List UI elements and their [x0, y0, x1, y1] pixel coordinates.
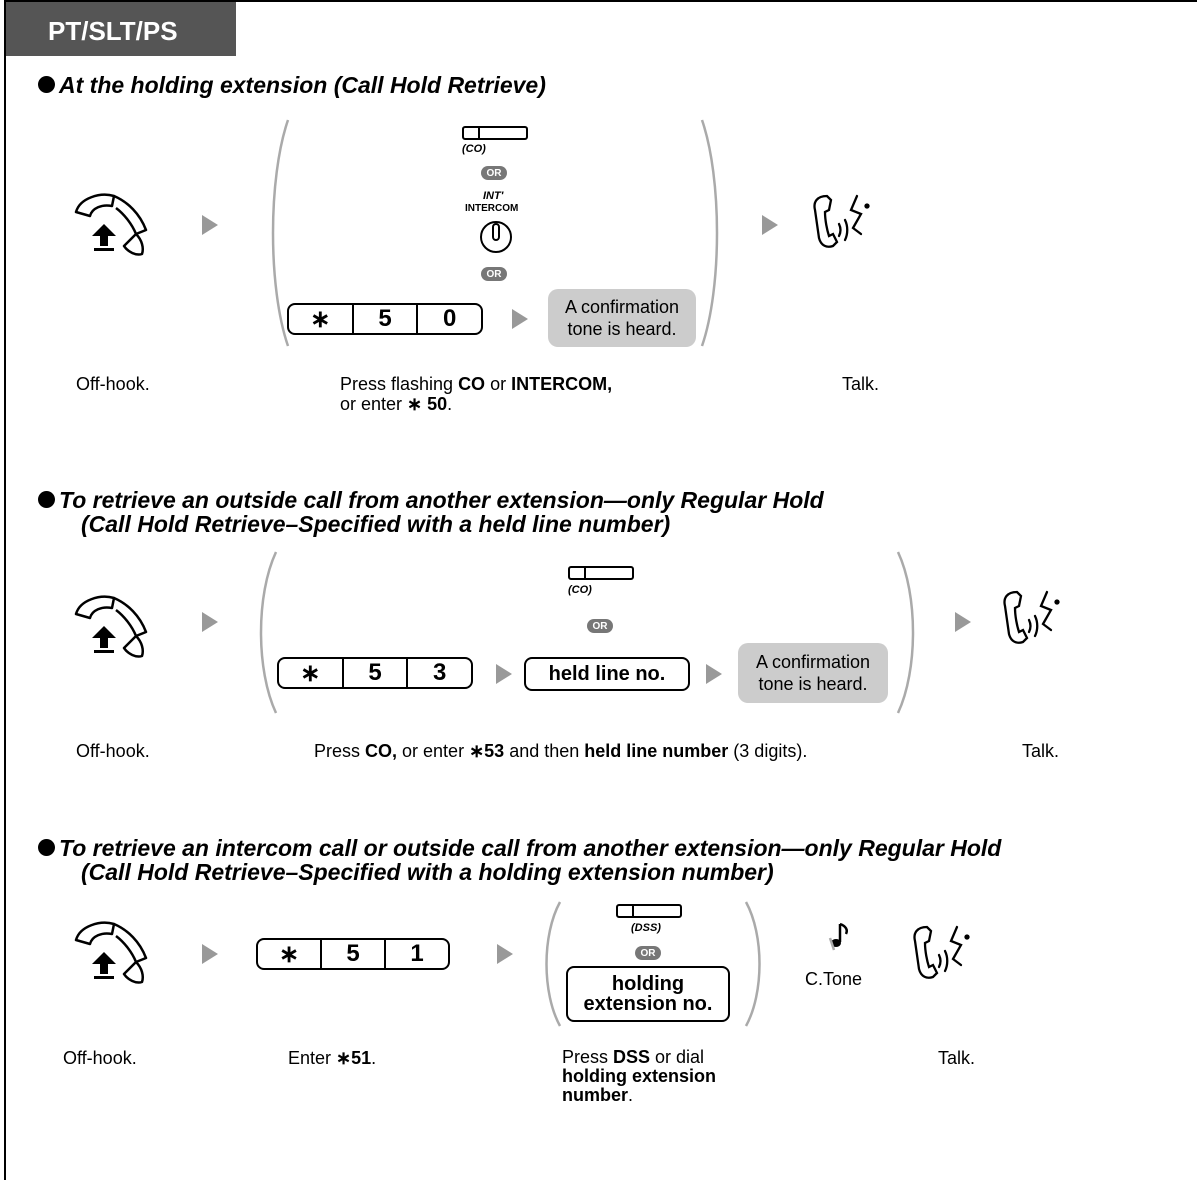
caption-press: Press CO, or enter ∗53 and then held lin… — [314, 741, 808, 761]
bullet-icon — [38, 491, 55, 508]
or-badge: OR — [481, 267, 507, 281]
dial-keys-star-5-1[interactable]: ∗ 5 1 — [256, 938, 450, 970]
or-badge: OR — [481, 166, 507, 180]
key-3[interactable]: 3 — [433, 659, 447, 686]
caption-offhook: Off-hook. — [76, 374, 150, 394]
int-label: INT' — [483, 190, 504, 202]
key-5[interactable]: 5 — [344, 659, 409, 687]
co-label: (CO) — [568, 584, 592, 596]
step-arrow-icon — [202, 944, 218, 964]
intercom-label: INTERCOM — [465, 203, 519, 214]
section-3-title: To retrieve an intercom call or outside … — [38, 836, 1001, 884]
key-star[interactable]: ∗ — [258, 940, 322, 968]
right-paren-icon — [700, 119, 719, 347]
step-arrow-icon — [762, 215, 778, 235]
step-arrow-icon — [706, 664, 722, 684]
caption-offhook: Off-hook. — [63, 1048, 137, 1068]
c-tone-label: C.Tone — [805, 969, 863, 989]
bullet-icon — [38, 76, 55, 93]
key-star[interactable]: ∗ — [289, 305, 354, 333]
key-5[interactable]: 5 — [322, 940, 386, 968]
dss-button-icon[interactable] — [616, 904, 682, 918]
caption-press: Press flashing CO or INTERCOM, or enter … — [340, 374, 613, 414]
co-label: (CO) — [462, 143, 486, 155]
or-badge: OR — [635, 946, 661, 960]
bullet-icon — [38, 839, 55, 856]
caption-talk: Talk. — [938, 1048, 976, 1068]
held-line-number-field[interactable]: held line no. — [524, 657, 690, 691]
step-arrow-icon — [512, 309, 528, 329]
talk-icon — [913, 925, 970, 979]
step-arrow-icon — [497, 944, 513, 964]
offhook-handset-icon — [74, 921, 148, 984]
header-tab: PT/SLT/PS — [6, 2, 236, 56]
dial-keys-star-5-0[interactable]: ∗ 5 0 — [287, 303, 483, 335]
key-0[interactable]: 0 — [443, 305, 457, 332]
step-arrow-icon — [496, 664, 512, 684]
offhook-handset-icon — [74, 193, 148, 256]
step-arrow-icon — [955, 612, 971, 632]
talk-icon — [1003, 590, 1060, 644]
intercom-button-icon[interactable] — [479, 218, 513, 256]
talk-icon — [813, 194, 870, 248]
right-paren-icon — [896, 551, 915, 714]
step-arrow-icon — [202, 215, 218, 235]
or-badge: OR — [587, 619, 613, 633]
header-label: PT/SLT/PS — [48, 16, 178, 46]
left-paren-icon — [545, 901, 562, 1027]
caption-enter: Enter ∗51. — [288, 1048, 377, 1068]
caption-offhook: Off-hook. — [76, 741, 150, 761]
confirmation-tone-icon — [828, 922, 848, 951]
section-2-title: To retrieve an outside call from another… — [38, 488, 824, 536]
dial-keys-star-5-3[interactable]: ∗ 5 3 — [277, 657, 473, 689]
left-paren-icon — [259, 551, 278, 714]
co-button-icon[interactable] — [568, 566, 634, 580]
page-frame — [4, 0, 1197, 1180]
key-star[interactable]: ∗ — [279, 659, 344, 687]
right-paren-icon — [744, 901, 761, 1027]
co-button-icon[interactable] — [462, 126, 528, 140]
caption-press: Press DSS or dial holding extension numb… — [562, 1047, 717, 1105]
key-5[interactable]: 5 — [354, 305, 419, 333]
section-1-title: At the holding extension (Call Hold Retr… — [38, 73, 546, 97]
caption-talk: Talk. — [842, 374, 880, 394]
step-arrow-icon — [202, 612, 218, 632]
left-paren-icon — [271, 119, 290, 347]
caption-talk: Talk. — [1022, 741, 1060, 761]
offhook-handset-icon — [74, 595, 148, 658]
dss-label: (DSS) — [631, 922, 661, 934]
key-1[interactable]: 1 — [410, 940, 424, 967]
